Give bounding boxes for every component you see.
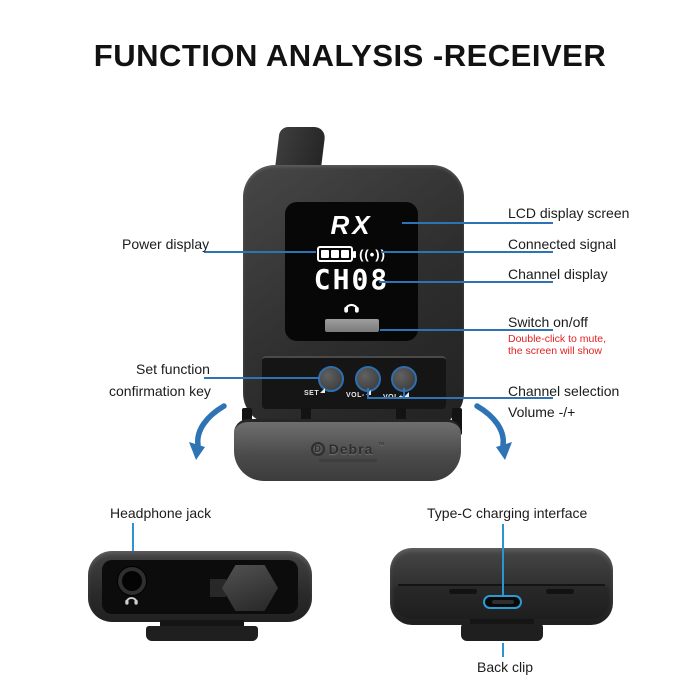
- rx-logo: RX: [330, 210, 373, 240]
- label-switch-onoff: Switch on/off: [508, 314, 588, 330]
- power-switch-button: [324, 319, 379, 332]
- label-back-clip: Back clip: [477, 659, 534, 675]
- callout-line-backclip: [502, 643, 504, 657]
- brand-tagline: [318, 459, 377, 462]
- signal-icon: ((•)): [359, 246, 386, 262]
- callout-stub-volminus: [367, 388, 369, 399]
- back-clip-mount: [160, 620, 244, 628]
- page-title: FUNCTION ANALYSIS -RECEIVER: [93, 38, 607, 73]
- vol-plus-button: [391, 366, 417, 392]
- clip-slot: [452, 408, 462, 435]
- callout-line-channel: [379, 281, 553, 283]
- callout-line-signal: [381, 251, 553, 253]
- callout-line-power: [204, 251, 316, 253]
- label-volume: Volume -/+: [508, 404, 576, 420]
- label-power-display: Power display: [122, 236, 210, 252]
- knob-stem: [210, 579, 226, 597]
- brand-logo: D Debra ™: [310, 441, 384, 457]
- headphone-icon: [344, 303, 359, 313]
- back-clip-mount: [470, 619, 534, 626]
- label-set-function-line2: confirmation key: [109, 383, 211, 399]
- back-clip-tab: [461, 624, 543, 641]
- label-set-function-line1: Set function: [136, 361, 210, 377]
- callout-stub-volplus: [403, 388, 405, 399]
- label-type-c: Type-C charging interface: [427, 505, 588, 521]
- battery-icon: [317, 246, 357, 262]
- headphone-icon-small: [125, 597, 138, 605]
- callout-line-set: [204, 377, 320, 379]
- status-row: ((•)): [317, 246, 386, 262]
- set-button: [318, 366, 344, 392]
- label-connected-signal: Connected signal: [508, 236, 617, 252]
- callout-line-headphone: [132, 523, 134, 573]
- channel-display: CH08: [313, 263, 390, 296]
- button-panel: SET VOL- VOL+: [262, 356, 446, 409]
- curved-arrow-right-icon: [474, 403, 512, 460]
- label-mute-note-line1: Double-click to mute,: [508, 333, 607, 345]
- notch: [449, 589, 477, 594]
- callout-line-typec: [502, 524, 504, 596]
- body-seam: [398, 584, 605, 586]
- callout-line-switch: [380, 329, 553, 331]
- notch: [546, 589, 574, 594]
- callout-line-volume: [367, 397, 553, 399]
- label-channel-display: Channel display: [508, 266, 608, 282]
- type-c-port: [483, 595, 522, 609]
- pointer-triangle-icon: [404, 392, 410, 397]
- belt-clip: D Debra ™: [234, 419, 461, 481]
- headphone-jack-port: [118, 567, 146, 595]
- set-button-label: SET: [304, 388, 326, 397]
- back-clip-tab: [146, 626, 258, 641]
- label-lcd-display: LCD display screen: [508, 205, 630, 221]
- hex-knob: [222, 565, 278, 611]
- pointer-triangle-icon: [320, 388, 326, 393]
- lcd-screen: RX ((•)) CH08: [285, 202, 418, 341]
- curved-arrow-left-icon: [189, 403, 227, 460]
- callout-line-lcd: [402, 222, 553, 224]
- label-channel-selection: Channel selection: [508, 383, 620, 399]
- brand-logo-icon: D: [310, 442, 325, 456]
- label-headphone-jack: Headphone jack: [110, 505, 212, 521]
- label-mute-note-line2: the screen will show: [508, 345, 602, 357]
